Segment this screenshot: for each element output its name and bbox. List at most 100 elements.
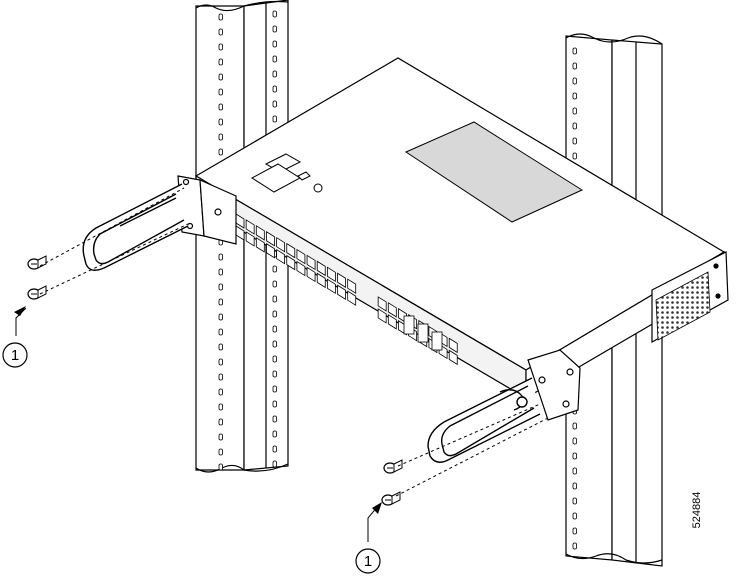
rack-hole bbox=[218, 463, 223, 471]
sfp-port bbox=[448, 349, 458, 366]
rack-hole bbox=[272, 325, 277, 333]
sfp-port bbox=[276, 248, 286, 265]
rack-hole bbox=[218, 73, 223, 81]
rack-hole bbox=[572, 452, 577, 460]
sfp-port bbox=[387, 314, 397, 330]
rack-hole bbox=[272, 370, 277, 378]
rack-hole bbox=[218, 328, 223, 336]
rack-hole bbox=[272, 445, 277, 453]
rack-hole bbox=[572, 107, 577, 115]
rack-hole bbox=[272, 115, 277, 123]
rack-hole bbox=[272, 85, 277, 93]
rack-hole bbox=[218, 58, 223, 66]
rack-hole bbox=[272, 385, 277, 393]
rack-hole bbox=[272, 25, 277, 33]
rack-hole bbox=[218, 403, 223, 411]
mgmt-port bbox=[431, 331, 443, 351]
screw bbox=[27, 285, 47, 300]
rack-hole bbox=[272, 40, 277, 48]
rack-hole bbox=[272, 340, 277, 348]
rack-hole bbox=[272, 55, 277, 63]
sfp-port bbox=[245, 219, 255, 235]
rack-hole bbox=[572, 137, 577, 145]
sfp-port bbox=[337, 284, 346, 300]
rack-hole bbox=[572, 467, 577, 475]
rack-hole bbox=[572, 437, 577, 445]
sfp-port bbox=[377, 308, 387, 324]
mgmt-port bbox=[403, 315, 415, 335]
sfp-port bbox=[266, 243, 275, 259]
rack-hole bbox=[272, 355, 277, 363]
sfp-port bbox=[306, 254, 316, 271]
rack-hole bbox=[572, 542, 577, 550]
rack-hole bbox=[218, 313, 223, 321]
rack-hole bbox=[572, 527, 577, 535]
screw-guide-lines bbox=[39, 187, 549, 497]
rack-hole bbox=[272, 70, 277, 78]
rack-hole bbox=[272, 280, 277, 288]
screw bbox=[381, 491, 401, 506]
sfp-port bbox=[286, 254, 296, 271]
sfp-port bbox=[347, 290, 357, 306]
rack-hole bbox=[572, 152, 577, 160]
rack-hole bbox=[272, 460, 277, 468]
right-handle bbox=[427, 377, 541, 463]
rack-hole bbox=[218, 13, 223, 21]
rack-hole bbox=[218, 418, 223, 426]
rack-hole bbox=[272, 100, 277, 108]
rack-hole bbox=[218, 343, 223, 351]
left-handle bbox=[82, 183, 189, 271]
rack-hole bbox=[572, 122, 577, 130]
rack-hole bbox=[572, 77, 577, 85]
rack-hole bbox=[572, 512, 577, 520]
rack-hole bbox=[218, 268, 223, 276]
rack-hole bbox=[218, 433, 223, 441]
rack-hole bbox=[272, 400, 277, 408]
sfp-port bbox=[316, 272, 326, 289]
top-label-plate bbox=[404, 121, 584, 223]
sfp-port bbox=[326, 266, 336, 283]
sfp-port bbox=[326, 278, 336, 295]
sfp-port bbox=[316, 260, 326, 277]
rack-hole bbox=[218, 28, 223, 36]
callout-1-bottom: 1 bbox=[355, 502, 382, 574]
rack-hole bbox=[272, 10, 277, 18]
sfp-port bbox=[306, 266, 316, 283]
screw bbox=[383, 459, 403, 474]
sfp-port bbox=[245, 231, 255, 247]
sfp-port bbox=[276, 236, 286, 253]
sfp-port bbox=[448, 337, 458, 354]
rack-hole bbox=[218, 388, 223, 396]
sfp-port bbox=[296, 260, 306, 277]
rack-hole bbox=[218, 88, 223, 96]
figure-id: 524884 bbox=[691, 492, 703, 529]
sfp-port bbox=[266, 231, 275, 247]
rack-hole bbox=[218, 118, 223, 126]
rack-hole bbox=[218, 148, 223, 156]
right-bracket bbox=[527, 349, 581, 421]
side-vent bbox=[655, 271, 711, 341]
sfp-port bbox=[286, 242, 296, 259]
sfp-port bbox=[377, 296, 387, 312]
rack-hole bbox=[218, 133, 223, 141]
sfp-port bbox=[255, 225, 265, 241]
rack-hole bbox=[272, 265, 277, 273]
callout-1-left: 1 bbox=[2, 306, 28, 368]
rack-hole bbox=[218, 298, 223, 306]
screw bbox=[27, 255, 47, 270]
rack-hole bbox=[572, 47, 577, 55]
mgmt-port bbox=[417, 323, 429, 343]
sfp-port bbox=[387, 302, 397, 318]
sfp-port bbox=[337, 272, 346, 288]
rack-hole bbox=[218, 448, 223, 456]
rack-hole bbox=[272, 310, 277, 318]
rack-hole bbox=[218, 43, 223, 51]
callout-label: 1 bbox=[364, 553, 372, 570]
top-markings bbox=[251, 153, 323, 193]
sfp-port bbox=[296, 248, 306, 265]
rack-hole bbox=[218, 373, 223, 381]
rack-hole bbox=[572, 422, 577, 430]
sfp-port bbox=[347, 278, 357, 294]
rack-hole bbox=[218, 103, 223, 111]
